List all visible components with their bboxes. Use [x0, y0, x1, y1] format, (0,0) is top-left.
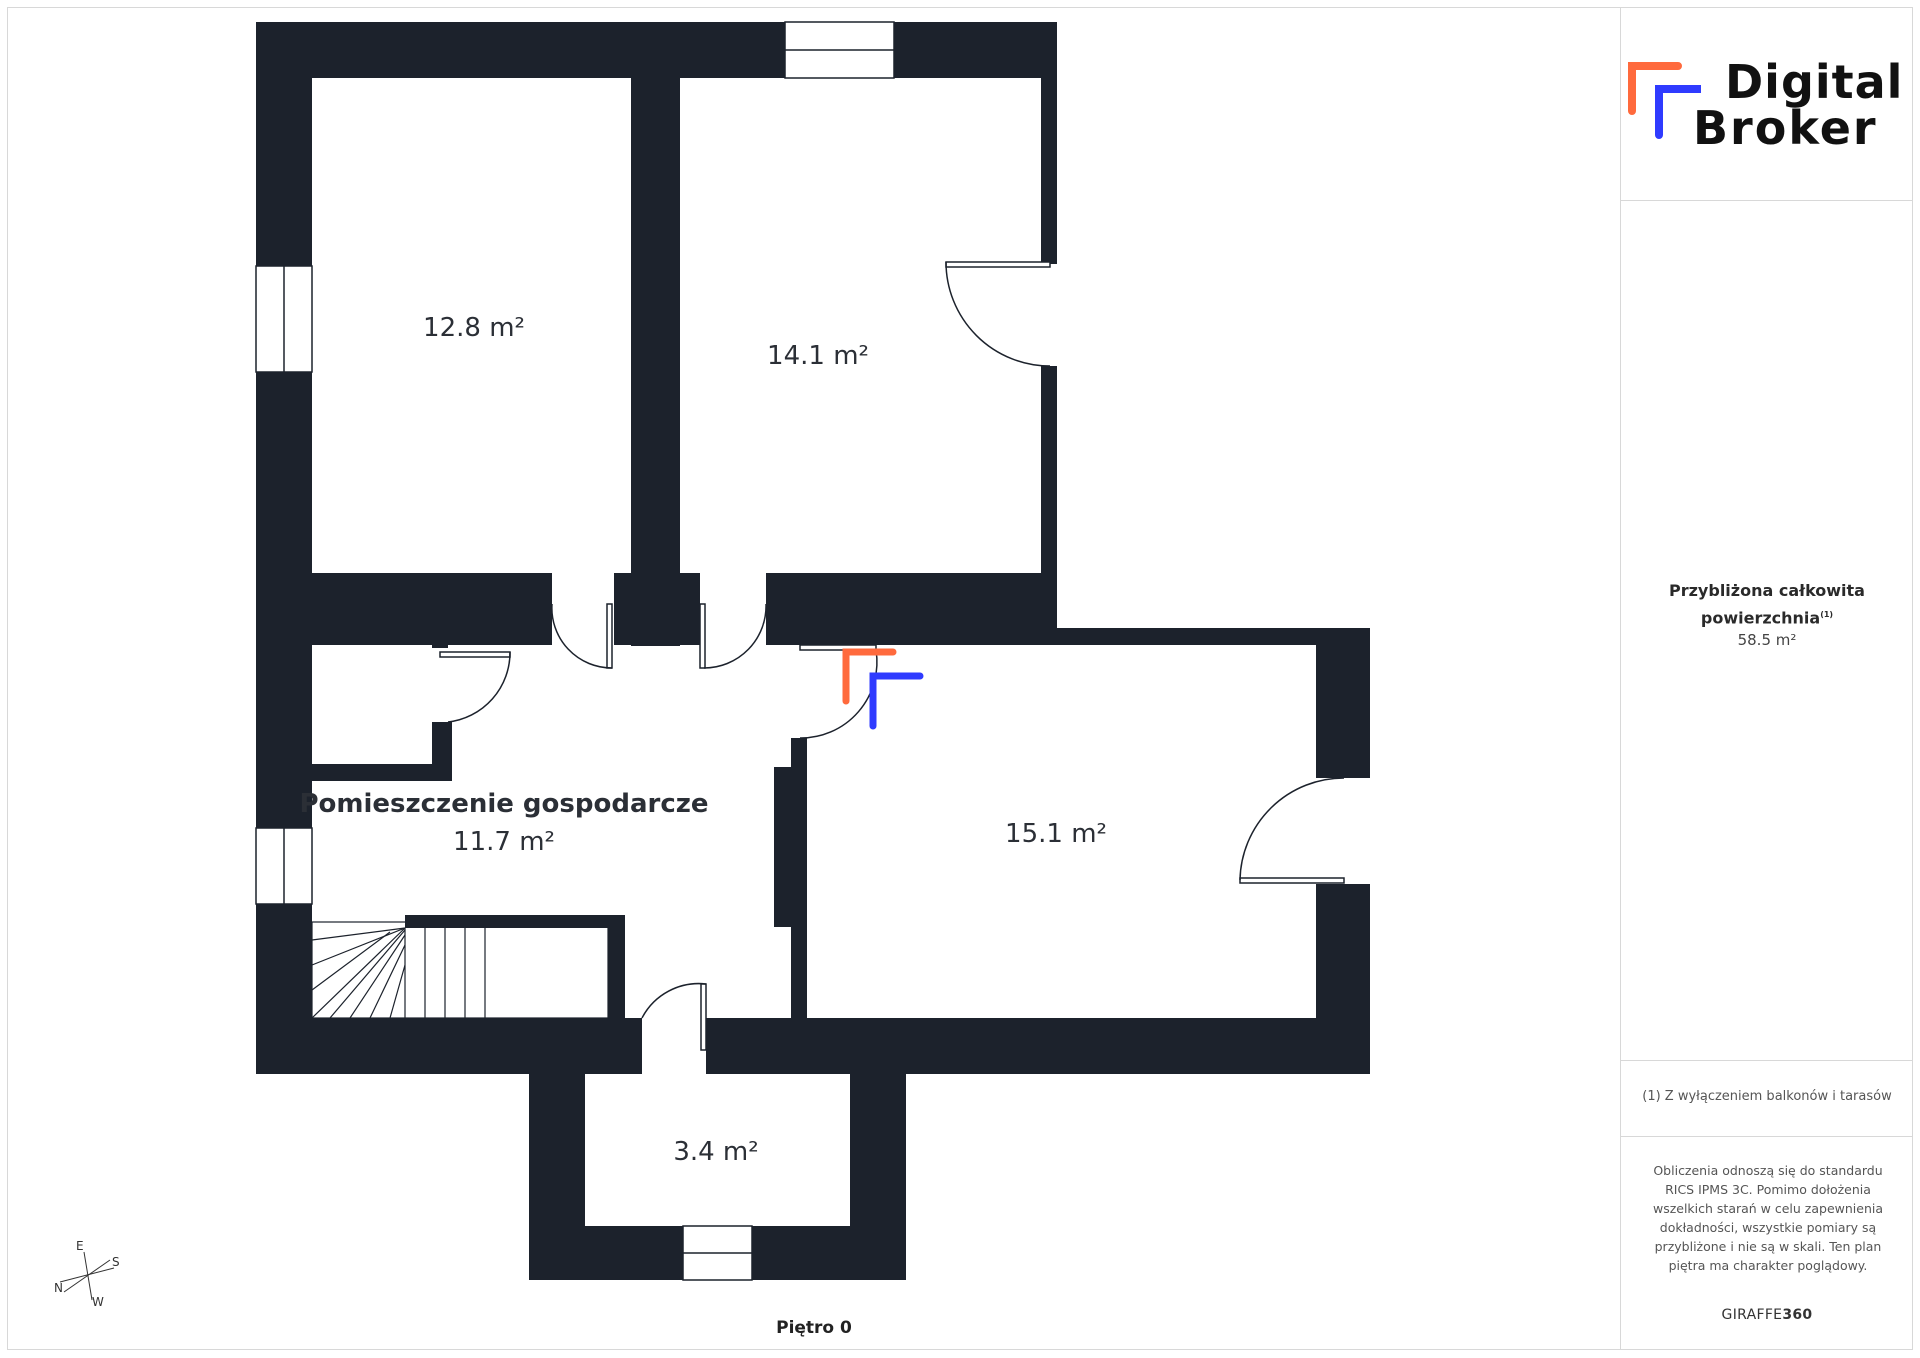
- footnote-text: (1) Z wyłączeniem balkonów i tarasów: [1642, 1089, 1892, 1104]
- compass-label: N: [54, 1281, 63, 1295]
- compass-label: S: [112, 1255, 120, 1269]
- brand-label: GIRAFFE360: [1621, 1307, 1913, 1323]
- room-area-label: 3.4 m²: [673, 1137, 758, 1167]
- plan-watermark-logo: [842, 648, 924, 730]
- room-area-label: 15.1 m²: [1005, 819, 1107, 849]
- disclaimer-text: Obliczenia odnoszą się do standardu RICS…: [1652, 1163, 1884, 1273]
- windows: [255, 21, 895, 1281]
- logo-section: Digital Broker: [1621, 7, 1913, 201]
- page-frame: [7, 7, 1913, 1350]
- brand-prefix: GIRAFFE: [1721, 1307, 1783, 1323]
- footnote-section: (1) Z wyłączeniem balkonów i tarasów: [1621, 1061, 1913, 1137]
- company-logo-icon: [1628, 62, 1701, 139]
- floor-label: Piętro 0: [776, 1318, 852, 1338]
- logo-text-line1: Digital: [1725, 55, 1904, 109]
- area-title: Przybliżona całkowita powierzchnia(1): [1621, 579, 1913, 630]
- logo-text-line2: Broker: [1693, 101, 1878, 155]
- doors: [439, 261, 1345, 1051]
- floor-plan: 12.8 m² 14.1 m² Pomieszczenie gospodarcz…: [54, 21, 1370, 1309]
- room-area-label: 12.8 m²: [423, 313, 525, 343]
- compass: E S N W: [54, 1239, 120, 1309]
- area-title-footnote-mark: (1): [1820, 610, 1834, 619]
- compass-label: E: [76, 1239, 84, 1253]
- total-area-value: 58.5 m²: [1737, 631, 1797, 649]
- area-title-line2: powierzchnia: [1700, 608, 1821, 628]
- room-area-label: 11.7 m²: [453, 827, 555, 857]
- area-section: Przybliżona całkowita powierzchnia(1) 58…: [1621, 201, 1913, 1061]
- room-name-label: Pomieszczenie gospodarcze: [299, 789, 708, 819]
- room-area-label: 14.1 m²: [767, 341, 869, 371]
- stairs: [311, 921, 609, 1019]
- sidebar: Digital Broker Przybliżona całkowita pow…: [1620, 7, 1913, 1350]
- compass-label: W: [92, 1295, 104, 1309]
- walls: [256, 22, 1370, 1280]
- brand-suffix: 360: [1782, 1307, 1813, 1323]
- disclaimer-section: Obliczenia odnoszą się do standardu RICS…: [1621, 1137, 1913, 1350]
- area-title-line1: Przybliżona całkowita: [1669, 581, 1865, 600]
